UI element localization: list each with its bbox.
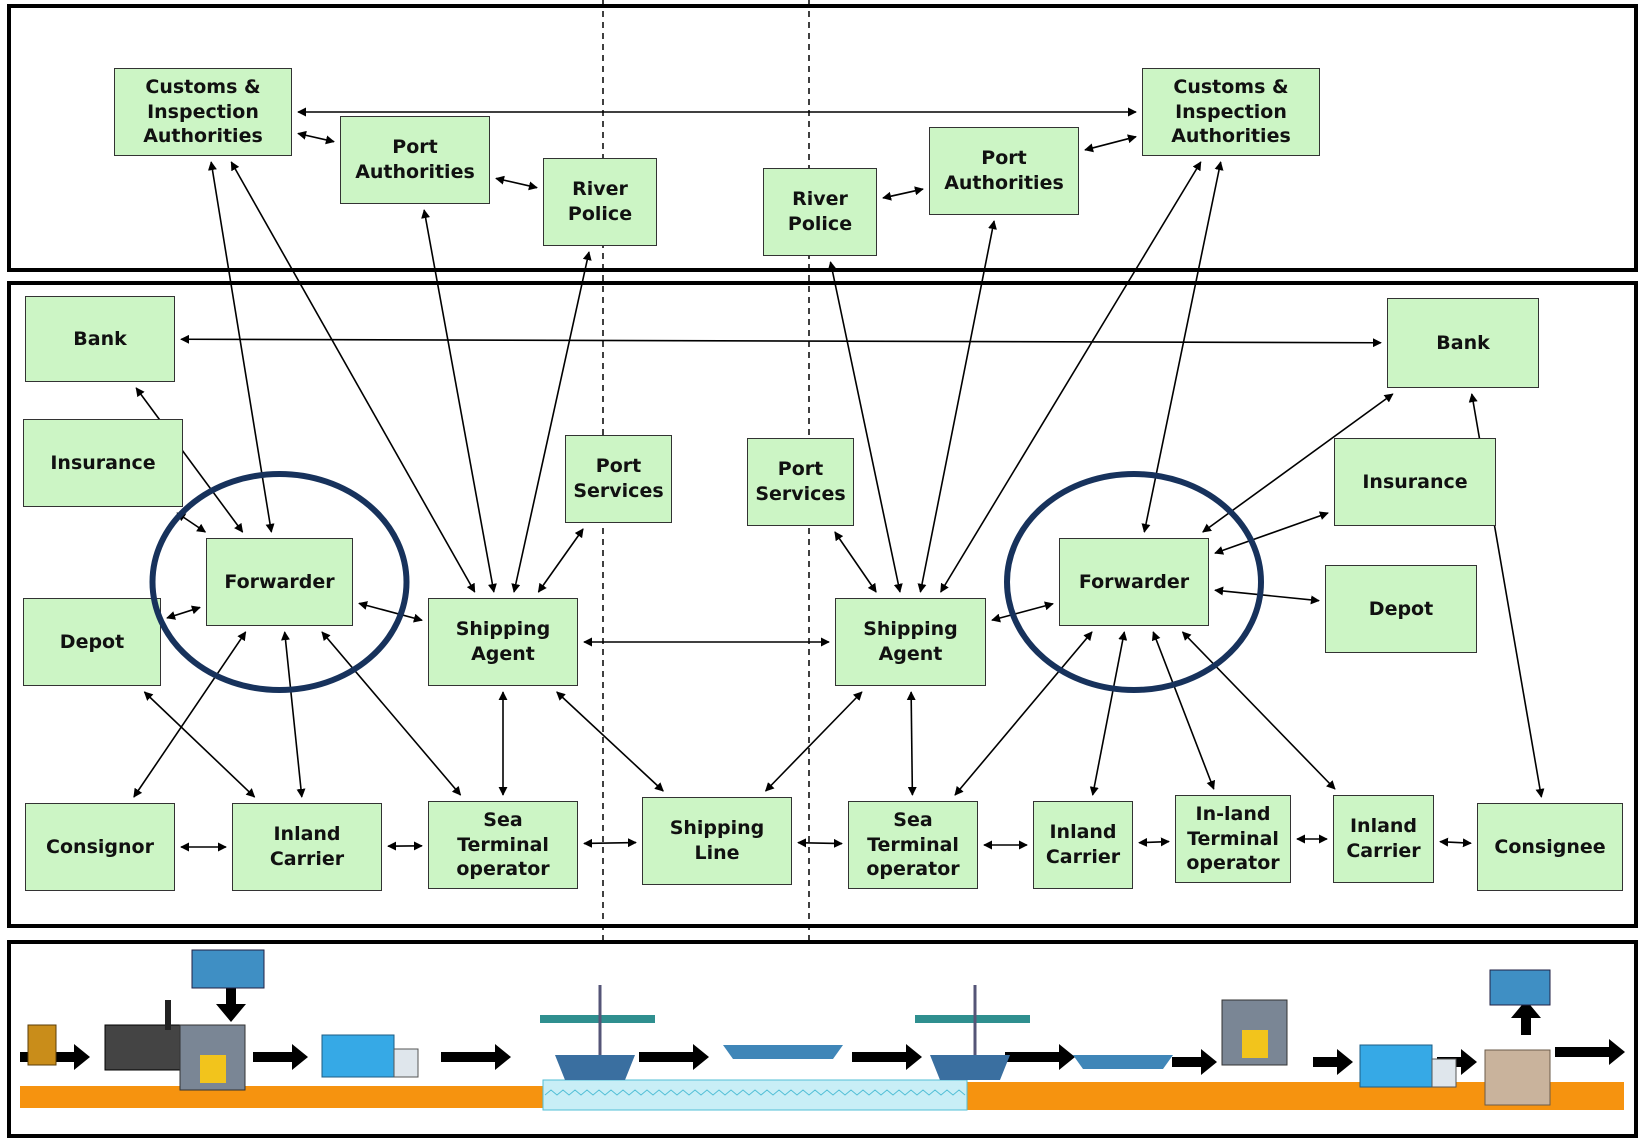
flow-arrow-9 [1437, 1049, 1477, 1075]
connector-inland-carrier-right-to-inland-terminal [1138, 837, 1170, 847]
connector-shipping-agent-left-to-shipping-line [556, 691, 664, 792]
factory-icon [104, 1024, 181, 1071]
flow-arrow-2 [253, 1044, 308, 1070]
connector-port-services-left-to-shipping-agent-left [537, 528, 584, 593]
flow-arrow-4 [639, 1044, 709, 1070]
node-port-authorities-right: Port Authorities [929, 127, 1079, 215]
connector-river-police-left-to-shipping-agent-left [511, 251, 592, 593]
connector-river-police-right-to-shipping-agent-right [827, 261, 903, 593]
node-port-authorities-left: Port Authorities [340, 116, 490, 204]
connector-bank-left-to-bank-right [180, 334, 1382, 348]
seaport-crane-icon-ship [930, 1055, 1010, 1080]
ship-icon [723, 1045, 843, 1059]
node-insurance-left: Insurance [23, 419, 183, 507]
connector-insurance-right-to-forwarder-right [1214, 511, 1329, 555]
node-forwarder-right: Forwarder [1059, 538, 1209, 626]
node-customs-right: Customs & Inspection Authorities [1142, 68, 1320, 156]
connector-depot-left-to-inland-carrier-left [143, 691, 256, 798]
seaport-crane-icon [915, 1015, 1030, 1023]
up-arrow [1511, 1000, 1541, 1035]
connector-forwarder-right-to-inland-carrier-right [1089, 631, 1128, 796]
node-inland-carrier-far-right: Inland Carrier [1333, 795, 1434, 883]
land-strip-left [20, 1086, 543, 1108]
connector-shipping-line-to-shipping-agent-right [764, 691, 863, 792]
warehouse-forklift-icon-forklift [200, 1055, 226, 1083]
node-insurance-right: Insurance [1334, 438, 1496, 526]
connector-customs-left-to-port-authorities-left [297, 130, 335, 145]
flow-arrow-10 [1555, 1039, 1625, 1065]
connector-forwarder-left-to-inland-carrier-left [281, 631, 306, 798]
node-shipping-agent-left: Shipping Agent [428, 598, 578, 686]
node-consignee: Consignee [1477, 803, 1623, 891]
node-river-police-left: River Police [543, 158, 657, 246]
authorities-frame [7, 4, 1638, 272]
node-shipping-line: Shipping Line [642, 797, 792, 885]
node-river-police-right: River Police [763, 168, 877, 256]
seaport-crane-icon-ship [555, 1055, 635, 1080]
flow-arrow-5 [852, 1044, 922, 1070]
connector-customs-right-to-forwarder-right [1141, 161, 1224, 533]
node-inland-carrier-left: Inland Carrier [232, 803, 382, 891]
node-depot-left: Depot [23, 598, 161, 686]
down-arrow [216, 988, 246, 1022]
connector-port-authorities-left-to-shipping-agent-left [421, 209, 497, 593]
truck-icon-cab [1431, 1058, 1457, 1088]
flow-arrow-6 [1005, 1044, 1075, 1070]
node-inland-carrier-right: Inland Carrier [1033, 801, 1133, 889]
actors-frame [7, 281, 1638, 928]
connector-customs-left-to-shipping-agent-left [230, 161, 476, 593]
connector-sea-terminal-left-to-shipping-line [583, 838, 637, 848]
node-forwarder-left: Forwarder [206, 538, 353, 626]
seaport-crane-icon [540, 1015, 655, 1023]
node-port-services-left: Port Services [565, 435, 672, 523]
node-bank-right: Bank [1387, 298, 1539, 388]
connector-shipping-agent-right-to-forwarder-right [991, 601, 1054, 623]
node-shipping-agent-right: Shipping Agent [835, 598, 986, 686]
connector-insurance-left-to-forwarder-left [176, 512, 207, 533]
node-sea-terminal-right: Sea Terminal operator [848, 801, 978, 889]
connector-shipping-agent-right-to-sea-terminal-right [906, 691, 917, 796]
connector-port-authorities-left-to-river-police-left [495, 175, 538, 191]
containers-stack-icon [191, 949, 265, 989]
container-warehouse-icon-containers [1489, 969, 1551, 1006]
connector-inland-carrier-far-right-to-consignee [1439, 837, 1472, 848]
node-bank-left: Bank [25, 296, 175, 382]
node-consignor: Consignor [25, 803, 175, 891]
water-strip [542, 1079, 968, 1111]
flow-arrow-3 [441, 1044, 511, 1070]
flow-arrow-7 [1172, 1049, 1217, 1075]
transport-strip [20, 949, 1625, 1111]
connector-river-police-right-to-port-authorities-right [882, 186, 924, 201]
truck-icon [321, 1034, 395, 1078]
connector-customs-right-to-shipping-agent-right [940, 161, 1202, 593]
water-waves [544, 1089, 966, 1096]
connector-depot-left-to-forwarder-left [166, 605, 201, 620]
warehouse-forklift-icon-forklift [1242, 1030, 1268, 1058]
connector-port-authorities-right-to-shipping-agent-right [917, 220, 997, 593]
transport-frame [7, 940, 1638, 1138]
node-customs-left: Customs & Inspection Authorities [114, 68, 292, 156]
connector-port-services-right-to-shipping-agent-right [834, 531, 877, 593]
barge-icon [1073, 1055, 1173, 1069]
truck-icon [1359, 1044, 1433, 1088]
connector-forwarder-left-to-shipping-agent-left [358, 601, 423, 623]
connector-port-authorities-right-to-customs-right [1084, 134, 1137, 153]
container-warehouse-icon [1484, 1049, 1551, 1106]
node-port-services-right: Port Services [747, 438, 854, 526]
flow-arrow-8 [1313, 1049, 1353, 1075]
node-depot-right: Depot [1325, 565, 1477, 653]
node-inland-terminal: In-land Terminal operator [1175, 795, 1291, 883]
connector-forwarder-right-to-depot-right [1214, 586, 1320, 605]
cargo-box-icon [27, 1024, 57, 1066]
node-sea-terminal-left: Sea Terminal operator [428, 801, 578, 889]
truck-icon-cab [393, 1048, 419, 1078]
factory-icon-chimney [165, 1000, 171, 1030]
connector-shipping-line-to-sea-terminal-right [797, 838, 843, 848]
